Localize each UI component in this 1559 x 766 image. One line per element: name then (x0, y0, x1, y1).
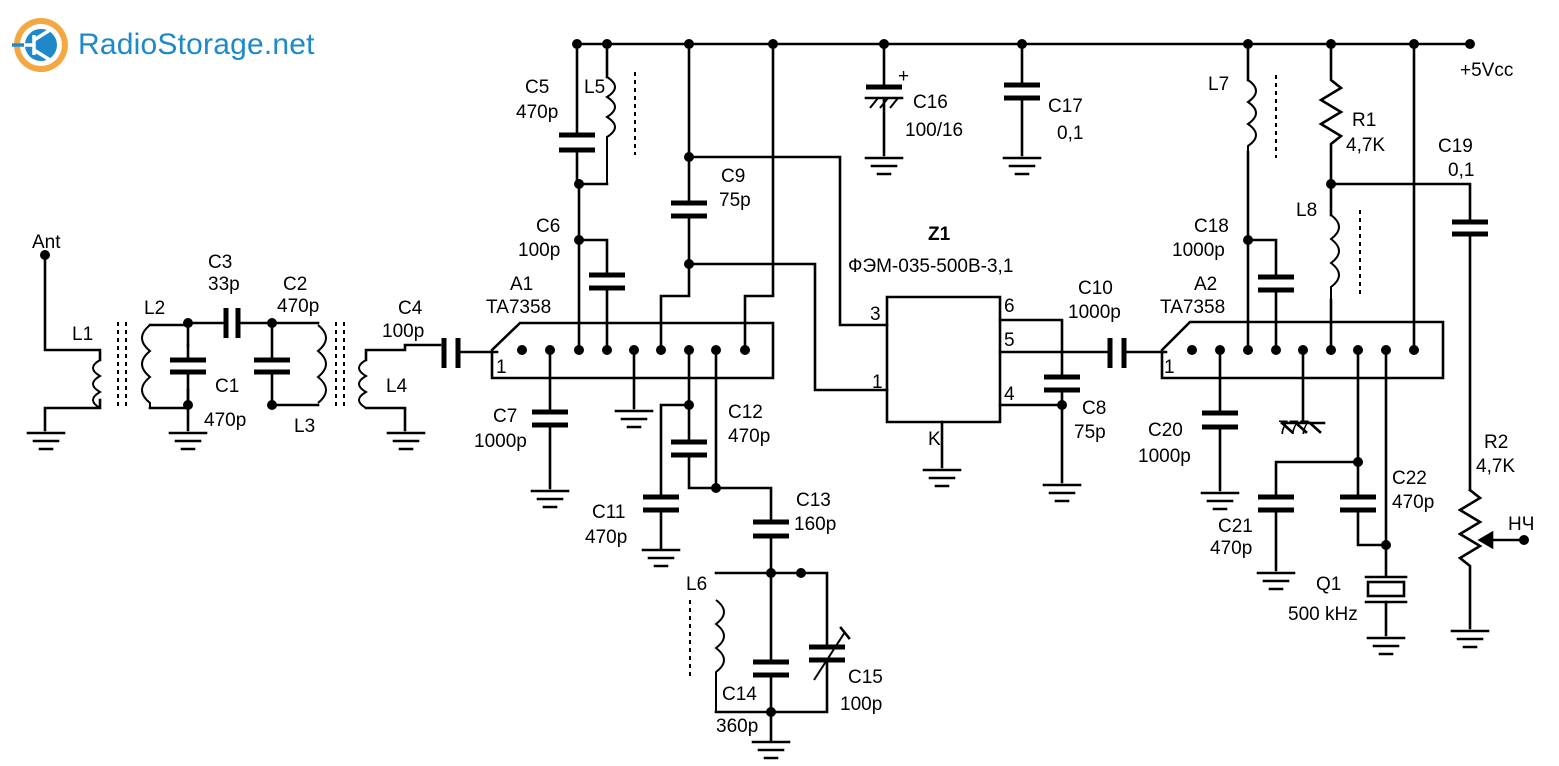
label-c7-value: 1000p (474, 431, 527, 452)
label-c13: C13 (796, 490, 831, 511)
c21-c22-q1 (1256, 348, 1408, 656)
oscillator-network (641, 400, 851, 760)
label-c1-value: 470p (204, 410, 246, 431)
antenna-section (26, 250, 127, 451)
label-c17-value: 0,1 (1057, 123, 1083, 144)
label-c12: C12 (728, 402, 763, 423)
label-output: НЧ (1508, 514, 1534, 535)
label-c5: C5 (525, 77, 549, 98)
z1-filter (885, 295, 1168, 503)
label-l6: L6 (686, 574, 707, 595)
label-c9: C9 (721, 166, 745, 187)
label-c4-value: 100p (382, 321, 424, 342)
l7-c18 (1243, 39, 1294, 352)
label-c15-value: 100p (840, 694, 882, 715)
label-z1-pin3: 3 (870, 304, 881, 325)
input-filter (141, 308, 499, 451)
label-a1-type: TA7358 (486, 297, 551, 318)
label-q1: Q1 (1316, 574, 1341, 595)
label-a1: A1 (510, 274, 533, 295)
label-c22-value: 470p (1392, 492, 1434, 513)
r2-volume (1450, 488, 1529, 649)
label-c4: C4 (398, 298, 423, 319)
label-ant: Ant (32, 232, 61, 253)
label-a2-type: TA7358 (1160, 297, 1225, 318)
label-c18: C18 (1194, 216, 1229, 237)
label-ground-777: 777 (1278, 418, 1310, 439)
label-c3-value: 33p (208, 274, 240, 295)
label-r2-value: 4,7K (1476, 456, 1515, 477)
label-z1-pin1: 1 (872, 372, 883, 393)
label-q1-value: 500 kHz (1288, 604, 1358, 625)
label-c19-value: 0,1 (1448, 160, 1474, 181)
label-c19: C19 (1438, 136, 1473, 157)
label-c11-value: 470p (585, 527, 627, 548)
label-a1-pin1: 1 (496, 357, 507, 378)
label-c10-value: 1000p (1068, 302, 1121, 323)
label-r1: R1 (1352, 110, 1376, 131)
component-labels: Ant L1 L2 C3 33p C2 470p C1 470p L3 C4 1… (32, 60, 1534, 737)
label-c1: C1 (215, 376, 239, 397)
label-l7: L7 (1208, 74, 1229, 95)
c9-branch (659, 39, 889, 392)
label-vcc: +5Vcc (1460, 60, 1513, 81)
label-l1: L1 (72, 324, 93, 345)
label-z1: Z1 (928, 224, 951, 245)
label-c22: C22 (1392, 468, 1427, 489)
label-z1-pin5: 5 (1004, 330, 1015, 351)
label-z1-pin6: 6 (1004, 296, 1015, 317)
label-c21-value: 470p (1210, 538, 1252, 559)
label-c15: C15 (848, 667, 883, 688)
label-l5: L5 (584, 77, 605, 98)
label-c2: C2 (283, 274, 307, 295)
label-c20: C20 (1148, 420, 1183, 441)
label-c13-value: 160p (794, 514, 836, 535)
label-c10: C10 (1078, 278, 1113, 299)
label-c11: C11 (592, 502, 625, 523)
label-c5-value: 470p (516, 102, 558, 123)
label-c6: C6 (536, 216, 560, 237)
r1-l8-c19 (1318, 39, 1488, 492)
label-r1-value: 4,7K (1346, 135, 1385, 156)
label-c16-plus: + (898, 66, 909, 87)
site-name: RadioStorage.net (78, 28, 315, 61)
label-c7: C7 (493, 406, 517, 427)
label-c20-value: 1000p (1138, 446, 1191, 467)
label-c8: C8 (1082, 398, 1106, 419)
label-l2: L2 (144, 298, 165, 319)
label-c18-value: 1000p (1172, 240, 1225, 261)
label-c6-value: 100p (518, 240, 560, 261)
label-a2: A2 (1194, 274, 1217, 295)
supply-decoupling (864, 39, 1042, 176)
label-z1-k: K (928, 429, 941, 450)
label-c12-value: 470p (728, 426, 770, 447)
l5-c5-c6 (559, 39, 636, 352)
label-c16: C16 (913, 92, 948, 113)
label-c2-value: 470p (277, 296, 319, 317)
label-c8-value: 75p (1074, 422, 1106, 443)
label-z1-pin4: 4 (1004, 384, 1015, 405)
label-l4: L4 (386, 376, 408, 397)
a2-ic (1160, 320, 1445, 511)
label-r2: R2 (1484, 432, 1508, 453)
label-c9-value: 75p (719, 190, 751, 211)
label-c17: C17 (1048, 96, 1083, 117)
label-c16-value: 100/16 (905, 120, 963, 141)
label-c21: C21 (1218, 516, 1253, 537)
label-a2-pin1: 1 (1164, 357, 1175, 378)
site-logo[interactable]: RadioStorage.net (10, 14, 315, 76)
label-l3: L3 (294, 416, 315, 437)
label-z1-type: ФЭМ-035-500В-3,1 (848, 256, 1013, 277)
label-l8: L8 (1296, 200, 1317, 221)
label-c14: C14 (722, 684, 757, 705)
label-c3: C3 (208, 252, 232, 273)
label-c14-value: 360p (716, 716, 758, 737)
transistor-logo-icon (12, 18, 68, 72)
